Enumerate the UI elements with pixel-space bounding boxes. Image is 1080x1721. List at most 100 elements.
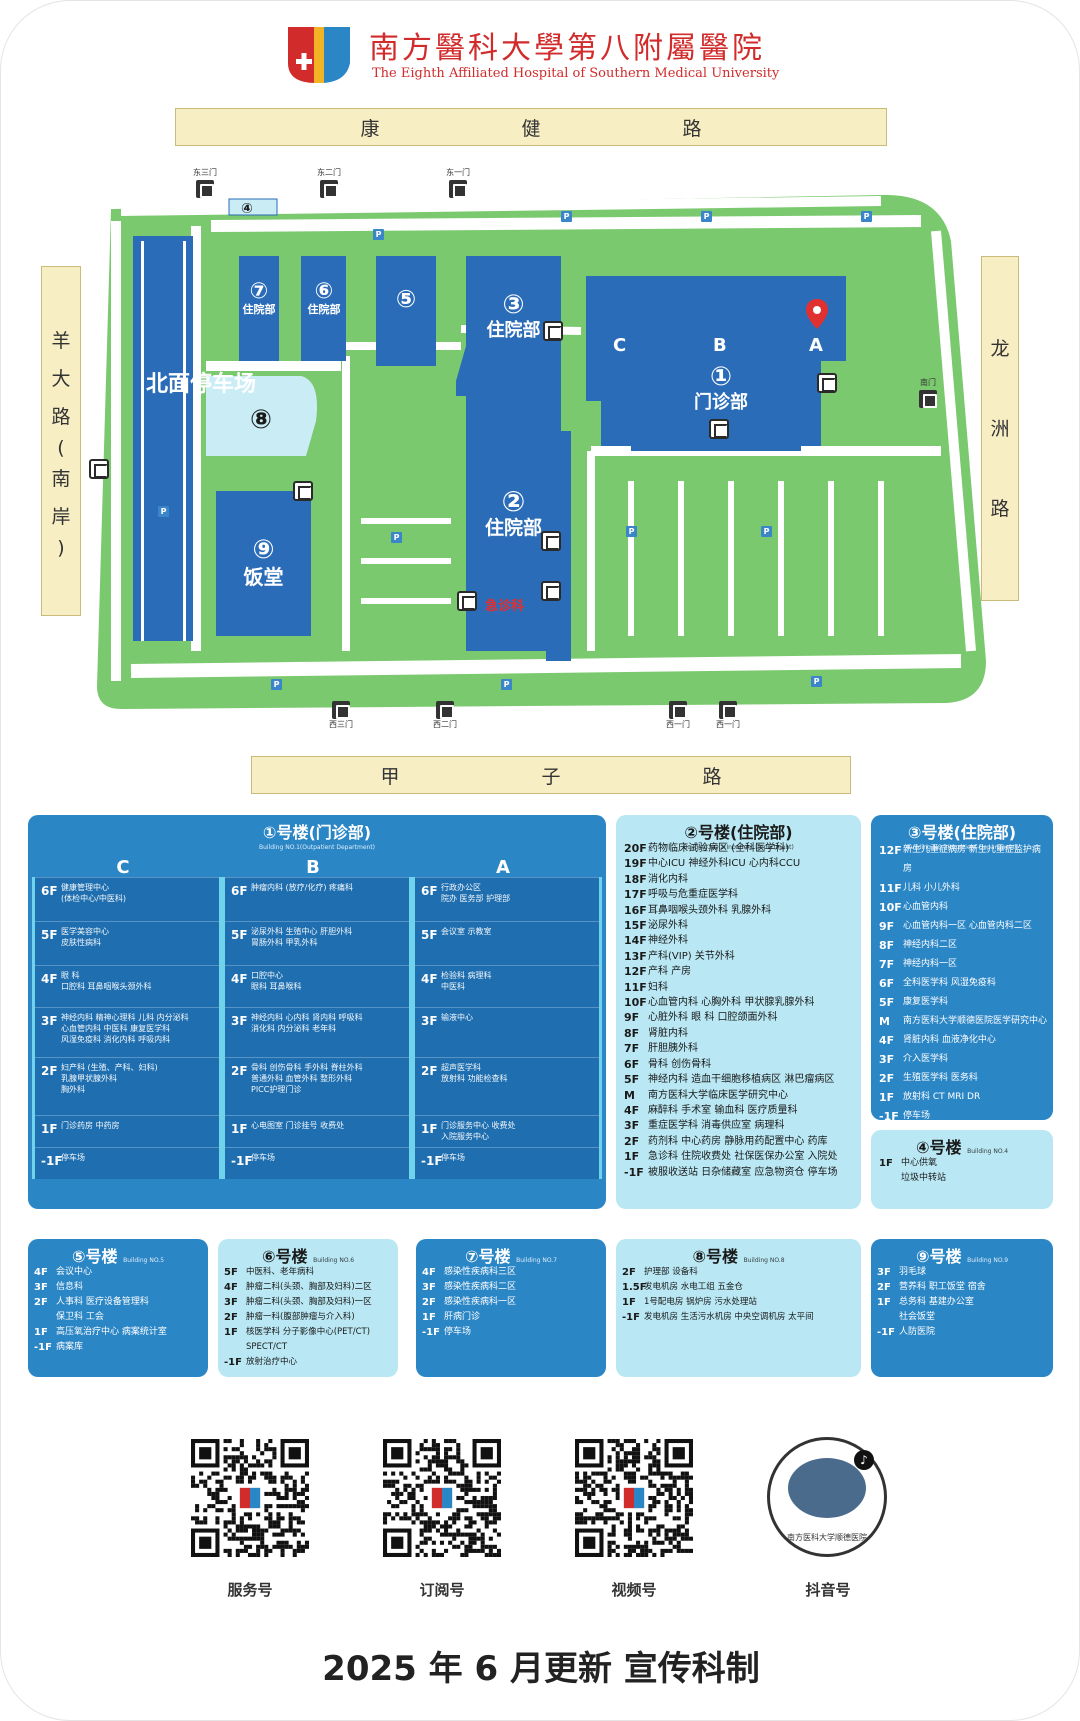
floor-departments: 感染性疾病科一区 — [444, 1297, 517, 1307]
douyin-code[interactable]: ♪ 南方医科大学顺德医院 — [767, 1437, 887, 1557]
parking-icon: P — [158, 506, 169, 517]
floor-label: -1F — [622, 1312, 640, 1323]
floor-label: -1F — [877, 1327, 895, 1338]
gate-east3[interactable]: 东三门 — [183, 167, 227, 198]
douyin-caption: 南方医科大学顺德医院 — [787, 1533, 867, 1542]
qr-code-video[interactable] — [575, 1439, 693, 1557]
floor-row: -1F 人防医院 — [877, 1325, 1049, 1340]
gate-east1[interactable]: 东一门 — [436, 167, 480, 198]
panel-7-title: ⑦号楼 Building NO.7 — [464, 1247, 558, 1266]
floor-departments: 神经外科 — [648, 935, 688, 947]
floor-label: 3F — [624, 1119, 640, 1133]
building-5-label: ⑤ — [395, 285, 417, 313]
floor-departments: 神经内科二区 — [903, 940, 958, 950]
building-6 — [301, 256, 346, 361]
gate-icon — [196, 180, 214, 198]
qr-label-douyin: 抖音号 — [805, 1581, 851, 1599]
floor-departments: 门诊服务中心 收费处 入院服务中心 — [441, 1121, 516, 1141]
floor-departments: 消化内科 — [648, 873, 688, 885]
floor-label: 1.5F — [622, 1282, 647, 1293]
floor-departments: 产科(VIP) 关节外科 — [648, 950, 735, 962]
floor-departments: 停车场 — [61, 1153, 85, 1162]
floor-label: 10F — [879, 901, 902, 914]
floor-departments: 发电机房 生活污水机房 中央空调机房 太平间 — [644, 1312, 814, 1322]
parking-icon: P — [501, 679, 512, 690]
building-4-label: ④ — [241, 201, 253, 217]
floor-departments: 肿瘤二科(头颈、胸部及妇科)一区 — [246, 1297, 372, 1307]
floor-label: 1F — [879, 1091, 895, 1104]
floor-label: 5F — [231, 928, 248, 942]
gate-west1a[interactable]: 西一门 — [656, 699, 700, 730]
floor-label: 13F — [624, 949, 647, 963]
floor-label: 2F — [41, 1064, 58, 1078]
col-a-header: A — [496, 857, 510, 878]
floor-departments: 药物临床试验病区 (全科医学科) — [648, 843, 789, 854]
building-4 — [228, 198, 278, 216]
floor-label: M — [624, 1088, 635, 1102]
floor-departments: 急诊科 住院收费处 社保医保办公室 入院处 — [648, 1151, 838, 1163]
floor-departments: 肿瘤一科(腹部肿瘤与介入科) — [246, 1312, 355, 1322]
floor-label: 2F — [421, 1064, 438, 1078]
location-pin-icon — [806, 299, 828, 329]
floor-label: 6F — [624, 1057, 640, 1071]
gate-west3[interactable]: 西三门 — [319, 699, 363, 730]
floor-label: 20F — [624, 842, 647, 855]
floor-label: 5F — [41, 928, 58, 942]
floor-departments: 被服收送站 日杂储藏室 应急物资仓 停车场 — [648, 1166, 838, 1178]
panel-9-title: ⑨号楼 Building NO.9 — [915, 1247, 1009, 1266]
gate-west2[interactable]: 西二门 — [423, 699, 467, 730]
floor-departments: 病案库 — [56, 1342, 84, 1352]
entrance-icon — [817, 373, 837, 393]
floor-departments: 行政办公区 院办 医务部 护理部 — [441, 883, 511, 903]
floor-departments: 感染性疾病科二区 — [444, 1282, 517, 1292]
hospital-name-en: The Eighth Affiliated Hospital of Southe… — [372, 66, 780, 81]
floor-departments: 肝病门诊 — [444, 1312, 481, 1322]
floor-label: 4F — [231, 972, 248, 986]
floor-label: 4F — [879, 1034, 895, 1047]
floor-departments: 放射治疗中心 — [246, 1357, 298, 1367]
floor-departments: 人防医院 — [899, 1327, 936, 1337]
floor-departments: 心血管内科 — [903, 902, 949, 912]
floor-label: 6F — [879, 977, 895, 990]
gate-east2[interactable]: 东二门 — [307, 167, 351, 198]
entrance-icon — [541, 531, 561, 551]
panel-building-3: ③号楼(住院部)Building NO.3(Inpatient Departme… — [871, 815, 1053, 1120]
qr-code-subscription[interactable] — [383, 1439, 501, 1557]
qr-code-service[interactable] — [191, 1439, 309, 1557]
floor-label: 6F — [41, 884, 58, 898]
floor-label: -1F — [421, 1154, 443, 1168]
campus-map-graphics — [97, 194, 986, 710]
gate-south[interactable]: 南门 — [906, 377, 950, 408]
gate-west1b[interactable]: 西一门 — [706, 699, 750, 730]
floor-departments: 中心ICU 神经外科ICU 心内科CCU — [648, 858, 801, 870]
gate-icon — [719, 701, 737, 719]
floor-label: 10F — [624, 996, 647, 1010]
